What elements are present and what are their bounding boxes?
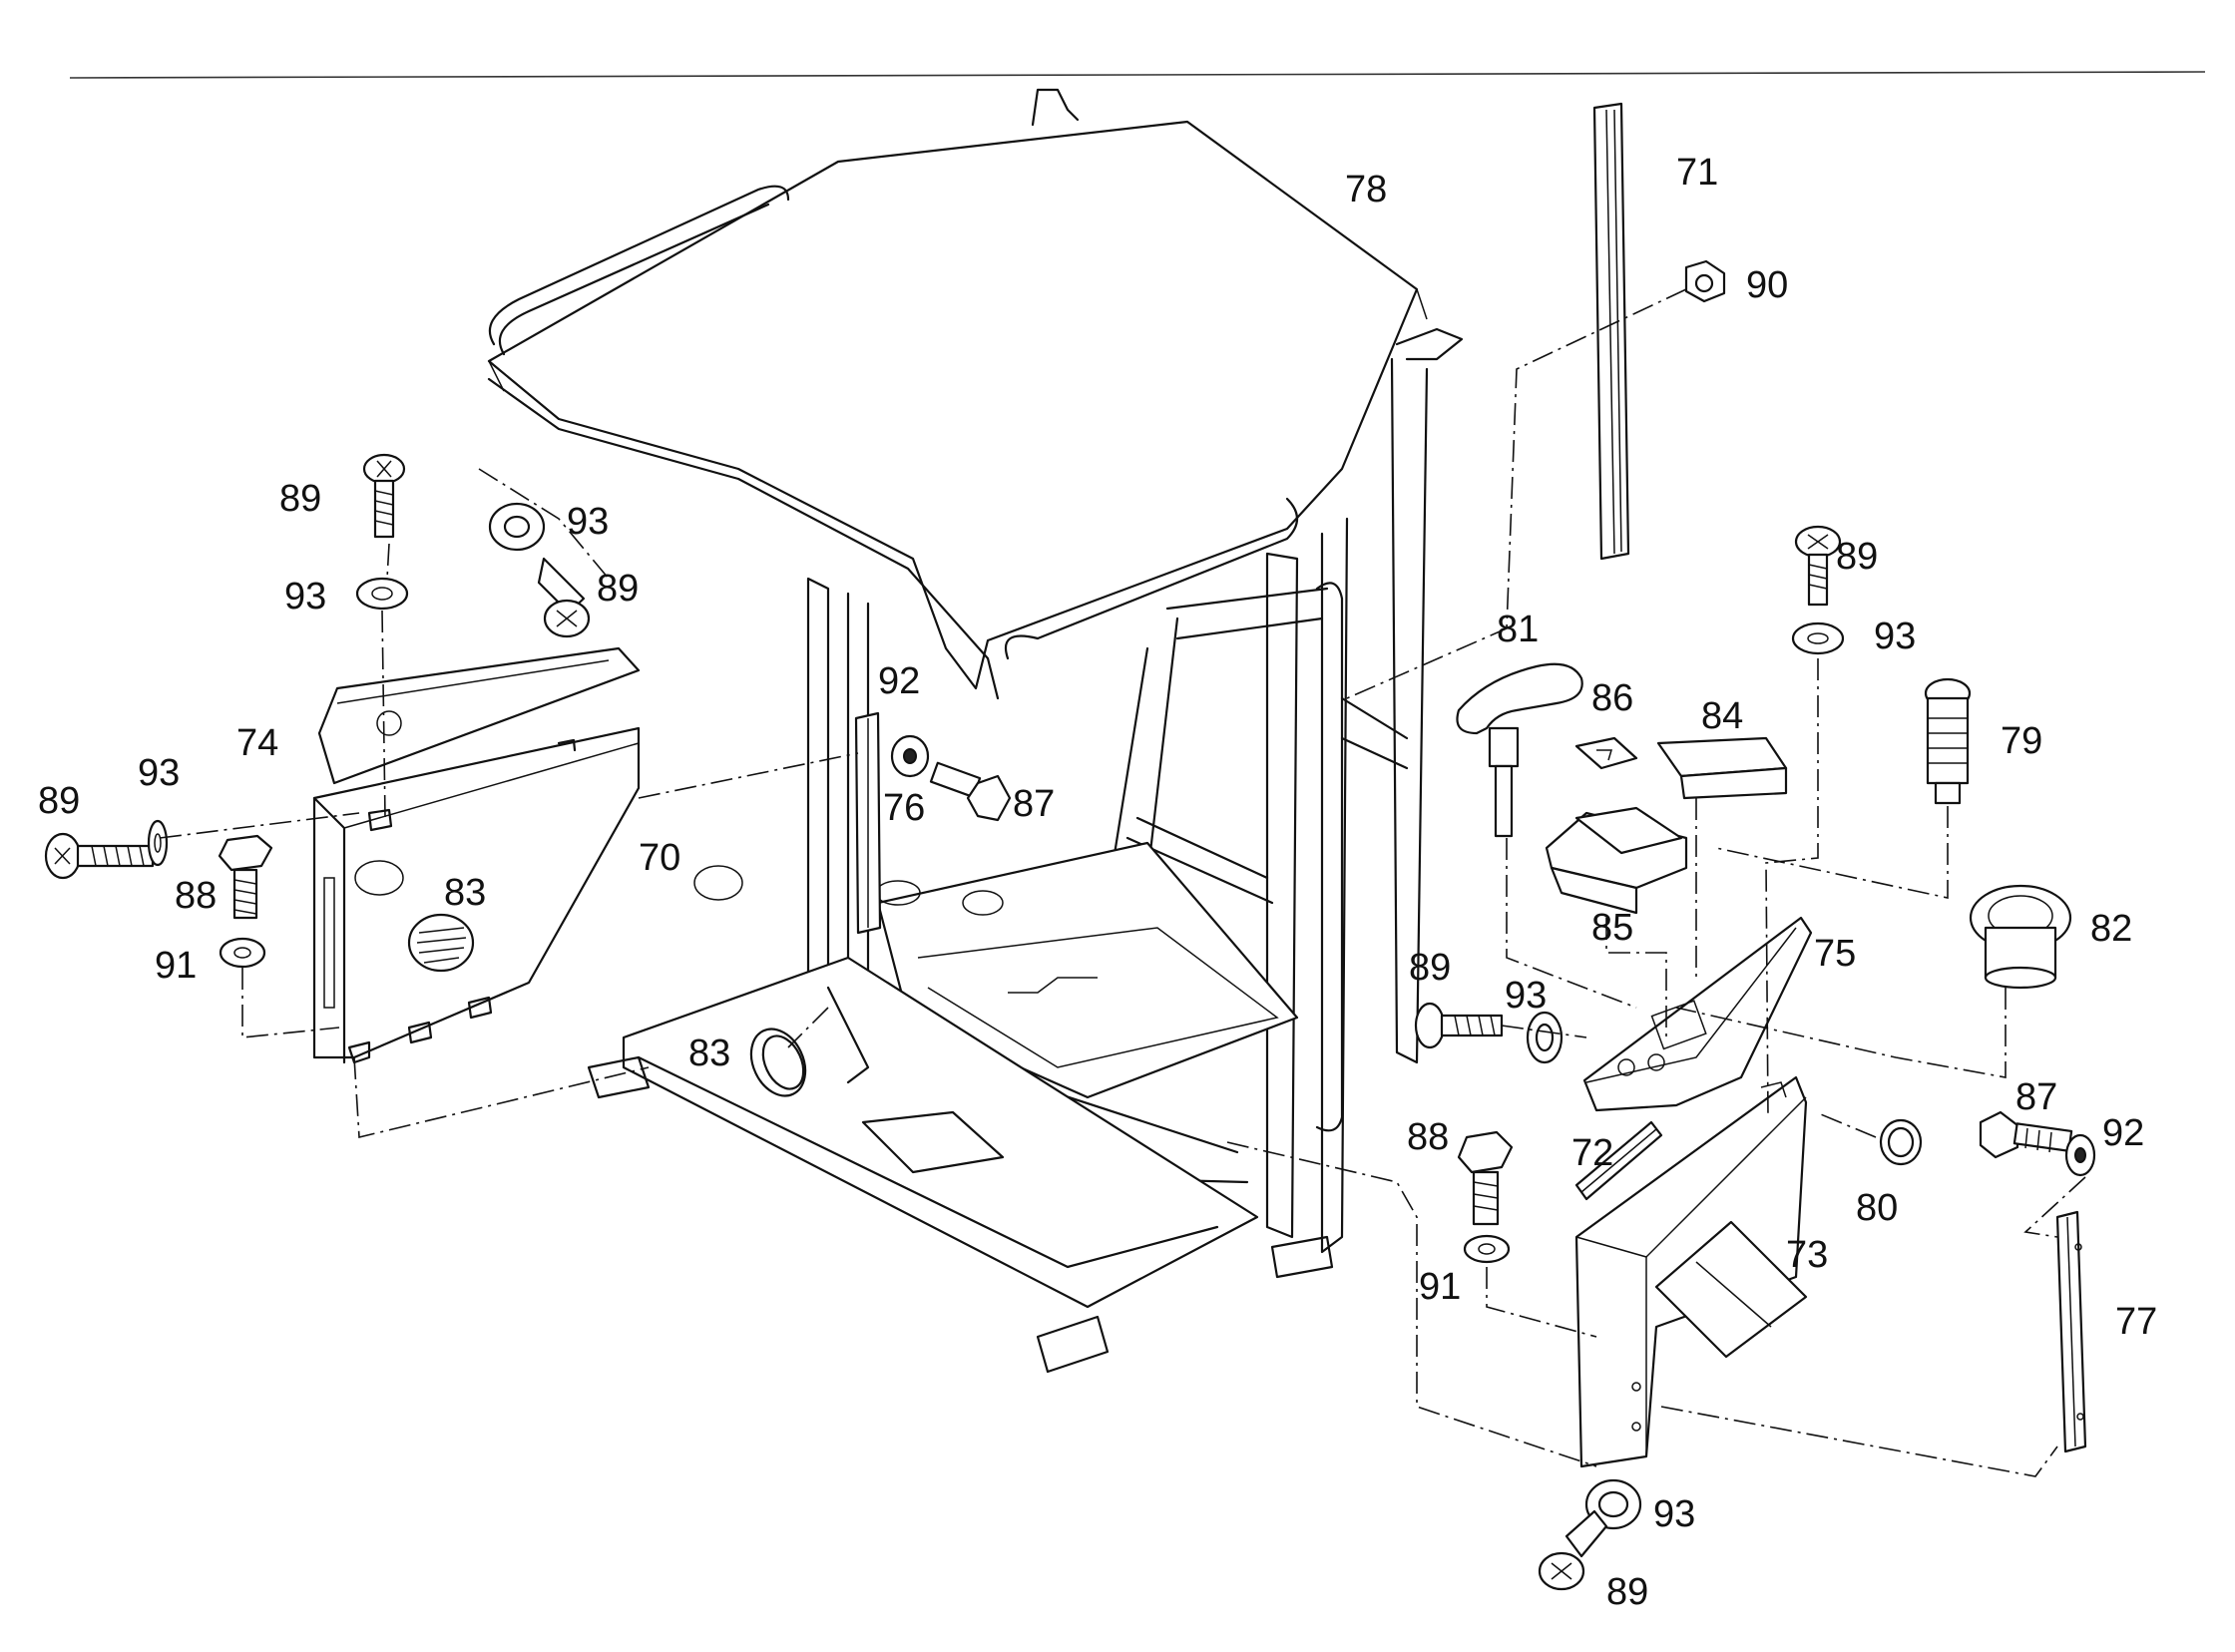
callout-85: 85 [1591, 907, 1633, 949]
bracket-77 [2055, 1210, 2087, 1453]
callout-83-b: 83 [688, 1032, 730, 1074]
washer-93-e [1526, 1011, 1564, 1064]
callout-83-a: 83 [444, 872, 486, 914]
washer-93-c [147, 819, 169, 867]
callout-92-b: 92 [2102, 1112, 2144, 1154]
callout-70: 70 [639, 837, 680, 879]
nut-90 [1684, 259, 1726, 303]
gauge-82 [1969, 884, 2072, 990]
callout-79: 79 [2001, 720, 2042, 762]
washer-91-a [219, 937, 266, 969]
callout-73: 73 [1786, 1234, 1828, 1276]
cab-roof [487, 120, 1419, 690]
callout-84: 84 [1701, 695, 1743, 737]
callout-78: 78 [1345, 169, 1387, 210]
callout-75: 75 [1814, 933, 1856, 975]
callout-74: 74 [236, 722, 278, 764]
t-handle-81 [1456, 662, 1583, 838]
screw-89-b [537, 557, 591, 638]
callout-87-a: 87 [1013, 783, 1055, 825]
grommet-83-b [749, 1028, 807, 1097]
callout-93-d: 93 [1874, 616, 1916, 657]
bracket-76 [854, 711, 882, 935]
bolt-88-a [218, 834, 273, 920]
callout-88-b: 88 [1407, 1116, 1449, 1158]
roof-rail-right [1005, 497, 1299, 660]
bolt-88-b [1457, 1130, 1514, 1226]
washer-93-d [1791, 621, 1845, 655]
washer-91-b [1463, 1234, 1511, 1264]
grommet-80 [1879, 1118, 1923, 1166]
callout-93-a: 93 [567, 501, 609, 543]
callout-81: 81 [1497, 609, 1539, 650]
callout-87-b: 87 [2015, 1076, 2057, 1118]
callout-89-e: 89 [1409, 947, 1451, 989]
trim-strip-71 [1592, 102, 1630, 561]
roof-rail-left [488, 185, 790, 346]
callout-89-d: 89 [1836, 536, 1878, 578]
callout-88-a: 88 [175, 875, 217, 917]
screw-89-d [1794, 525, 1842, 607]
callout-71: 71 [1676, 152, 1718, 194]
callout-93-e: 93 [1505, 975, 1547, 1017]
right-front-post [1265, 552, 1299, 1239]
callout-89-c: 89 [38, 780, 80, 822]
callout-80: 80 [1856, 1187, 1898, 1229]
callout-93-f: 93 [1653, 1493, 1695, 1535]
washer-93-b [488, 502, 546, 552]
screw-89-f [1538, 1509, 1608, 1591]
leader-lines [159, 288, 2086, 1477]
top-rule [69, 71, 2206, 79]
screw-89-e [1414, 1002, 1504, 1049]
callout-89-a: 89 [279, 478, 321, 520]
callout-89-f: 89 [1606, 1571, 1648, 1613]
screw-89-c [44, 832, 155, 880]
callout-93-c: 93 [138, 752, 180, 794]
bolt-87-a [929, 761, 1012, 822]
callout-93-b: 93 [284, 576, 326, 618]
bolt-87-b [1979, 1110, 2073, 1159]
washer-92-a [890, 734, 930, 778]
clip-86 [1574, 736, 1638, 770]
callout-82: 82 [2090, 908, 2132, 950]
callout-91-a: 91 [155, 945, 197, 987]
bracket-75 [1582, 916, 1813, 1112]
screw-89-a [362, 453, 406, 539]
callout-90: 90 [1746, 264, 1788, 306]
left-rear-post [806, 577, 830, 990]
callout-89-b: 89 [597, 568, 639, 610]
lighter-79 [1924, 677, 1972, 805]
callout-86: 86 [1591, 677, 1633, 719]
callout-77: 77 [2115, 1301, 2157, 1343]
callout-labels: 78 71 90 89 93 89 93 74 89 93 88 91 70 8… [38, 152, 2157, 1613]
panel-70 [312, 726, 641, 1059]
bracket-74 [317, 646, 641, 785]
callout-76: 76 [883, 787, 925, 829]
rocker-switch-85 [1545, 806, 1688, 915]
callout-72: 72 [1571, 1132, 1613, 1174]
washer-93-a [355, 577, 409, 611]
trim-72 [1574, 1120, 1663, 1201]
washer-93-f [1584, 1478, 1642, 1530]
cover-84 [1656, 736, 1788, 800]
callout-92-a: 92 [878, 660, 920, 702]
panel-73 [1574, 1075, 1808, 1468]
left-side-panel [312, 646, 743, 1064]
washer-92-b [2064, 1133, 2096, 1177]
callout-91-b: 91 [1419, 1266, 1461, 1308]
